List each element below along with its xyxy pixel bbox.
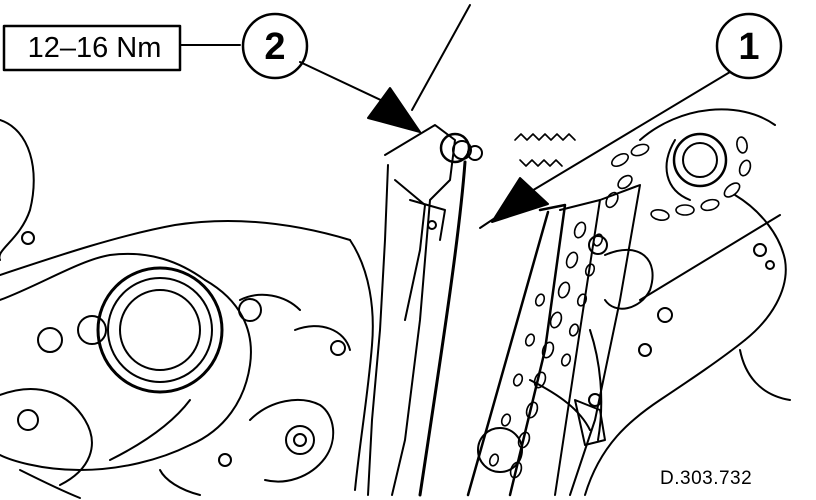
oil-bore [96, 266, 224, 394]
gear-teeth-lower [519, 159, 563, 167]
arrow-2 [367, 87, 421, 133]
chain-guide-left [367, 124, 456, 496]
timing-cover [477, 108, 791, 496]
top-rod [411, 4, 471, 111]
callout-1-circle [715, 12, 783, 80]
chain-tensioner-blade [466, 184, 641, 497]
arrow-1 [491, 177, 549, 223]
drawing-reference-code: D.303.732 [660, 468, 753, 489]
timing-chain-links [488, 136, 752, 479]
gear-teeth [514, 133, 576, 141]
engine-block [0, 119, 374, 499]
camshaft-sprocket [665, 132, 728, 201]
callout-1-leader [529, 71, 731, 193]
block-holes [17, 231, 346, 467]
fixing-bolt [418, 132, 483, 497]
callout-1-number: 1 [738, 26, 760, 68]
callout-2-circle [241, 12, 309, 80]
torque-box [2, 24, 182, 72]
callout-2-number: 2 [264, 26, 286, 68]
torque-spec-label: 12–16 Nm [27, 32, 162, 64]
